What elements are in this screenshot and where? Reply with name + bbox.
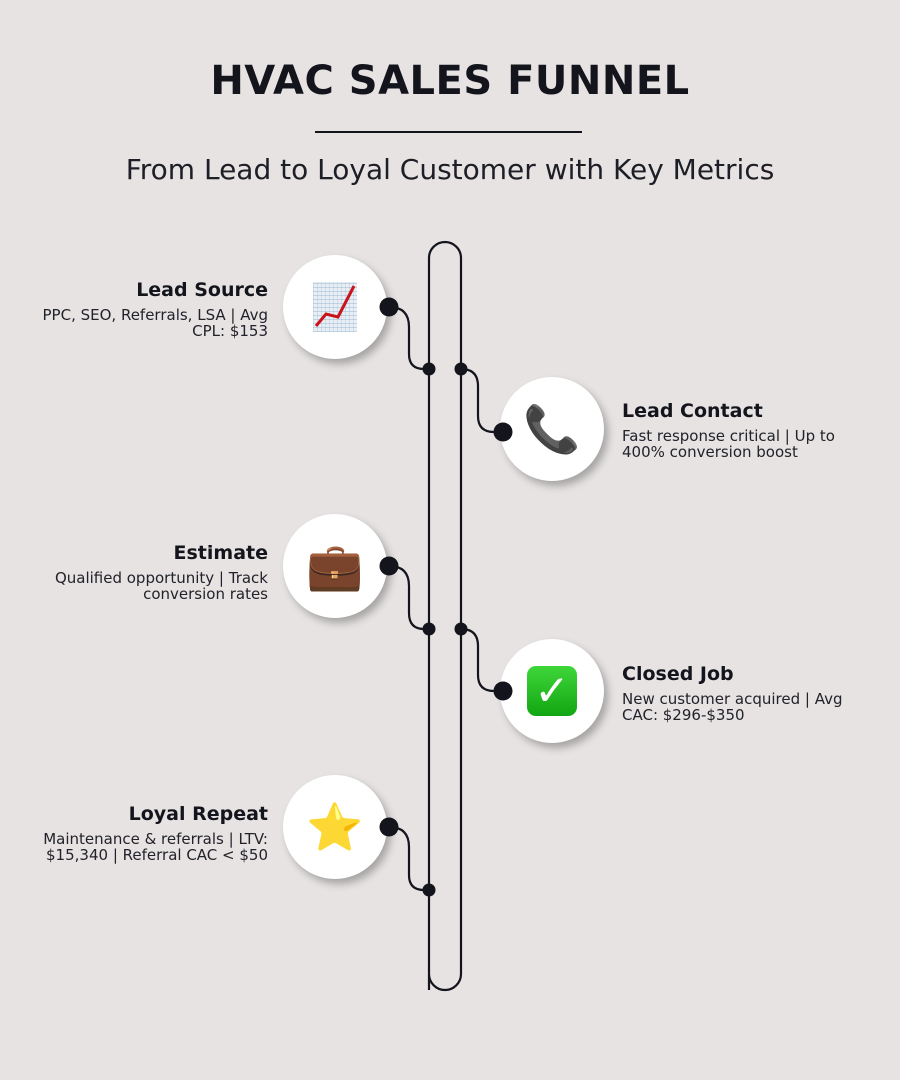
connector-estimate: [388, 564, 429, 631]
stage-closed-job: Closed Job New customer acquired | Avg C…: [622, 663, 852, 723]
stage-estimate: Estimate Qualified opportunity | Track c…: [38, 542, 268, 602]
track-loop: [427, 240, 463, 992]
stage-description: Qualified opportunity | Track conversion…: [54, 569, 268, 603]
stage-node-lead-source: [283, 255, 387, 359]
stage-name: Lead Contact: [622, 400, 763, 422]
stage-node-loyal-repeat: ⭐: [283, 775, 387, 879]
connector-lead-contact: [460, 367, 503, 434]
stage-loyal-repeat: Loyal Repeat Maintenance & referrals | L…: [38, 803, 268, 863]
star-icon: ⭐: [306, 800, 364, 854]
chart-increasing-icon: [313, 282, 357, 332]
check-mark-button-icon: ✓: [527, 666, 577, 716]
stage-lead-contact: Lead Contact Fast response critical | Up…: [622, 400, 852, 460]
stage-description: Fast response critical | Up to 400% conv…: [622, 427, 835, 461]
telephone-receiver-icon: 📞: [523, 402, 581, 456]
junction-dot: [454, 622, 468, 636]
page-title: HVAC SALES FUNNEL: [210, 58, 690, 104]
stage-name: Closed Job: [622, 663, 734, 685]
page-subtitle: From Lead to Loyal Customer with Key Met…: [125, 153, 775, 186]
title-divider: [315, 131, 582, 133]
stage-description: New customer acquired | Avg CAC: $296-$3…: [622, 690, 843, 724]
stage-description: PPC, SEO, Referrals, LSA | Avg CPL: $153: [42, 306, 269, 340]
briefcase-icon: 💼: [306, 539, 364, 593]
stage-lead-source: Lead Source PPC, SEO, Referrals, LSA | A…: [38, 279, 269, 340]
junction-dot: [422, 622, 436, 636]
stage-node-closed-job: ✓: [500, 639, 604, 743]
connector-closed-job: [460, 627, 503, 693]
stage-node-estimate: 💼: [283, 514, 387, 618]
junction-dot: [422, 362, 436, 376]
junction-dot: [422, 883, 436, 897]
stage-name: Loyal Repeat: [128, 803, 268, 825]
stage-name: Estimate: [173, 542, 268, 564]
connector-loyal-repeat: [388, 825, 429, 892]
stage-node-lead-contact: 📞: [500, 377, 604, 481]
junction-dot: [454, 362, 468, 376]
connector-lead-source: [388, 305, 429, 371]
stage-name: Lead Source: [136, 279, 268, 301]
stage-description: Maintenance & referrals | LTV: $15,340 |…: [43, 830, 268, 864]
